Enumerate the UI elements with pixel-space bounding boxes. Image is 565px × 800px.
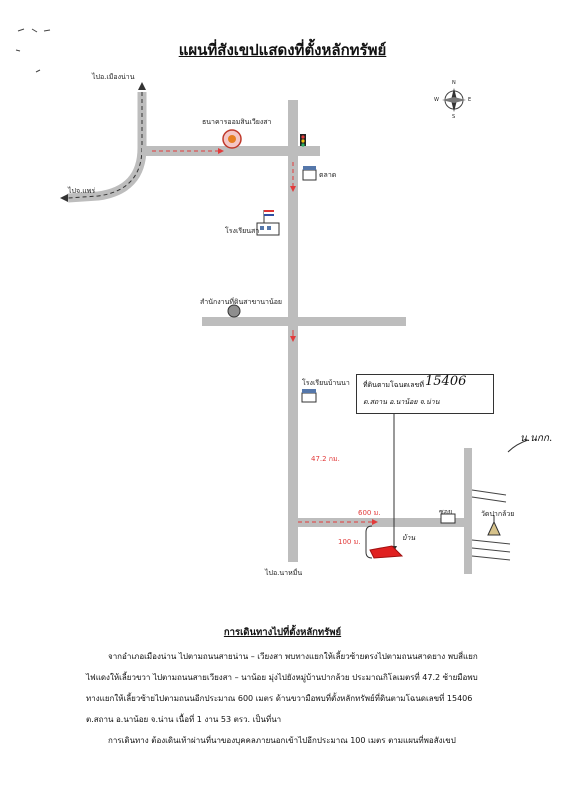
label-temple: วัดปากล้วย [481,510,515,518]
label-school: โรงเรียนบ้านนา [302,379,350,387]
curved-road-centerline [67,92,143,199]
land-office-icon [227,304,241,318]
distance-bracket [365,525,373,559]
distance-100m: 100 ม. [338,538,361,546]
route-heading: การเดินทางไปที่ตั้งหลักทรัพย์ [223,627,342,638]
traffic-light-icon [300,134,306,147]
map-title: แผนที่สังเขปแสดงที่ตั้งหลักทรัพย์ [178,41,387,59]
distance-km: 47.2 กม. [311,455,340,463]
market-icon [302,166,317,181]
arrow-north [138,82,146,90]
label-market: ตลาด [319,171,337,179]
river-pointer [507,439,529,453]
compass-icon [442,88,466,112]
label-lane: ซอย [439,508,453,516]
road-bank [142,146,320,156]
arrow-west [60,194,68,202]
distance-600m: 600 ม. [358,509,381,517]
compass-w: W [434,97,439,103]
compass-e: E [468,97,472,103]
road-land-office [202,317,406,326]
route-paragraph-1: จากอำเภอเมืองน่าน ไปตามถนนสายน่าน – เวีย… [86,652,478,724]
deed-callout: ที่ดินตามโฉนดเลขที่ 15406 ต.สถาน อ.นาน้อ… [356,374,494,414]
curved-road [67,92,147,203]
label-hospital: โรงเรียนสา [225,227,260,235]
label-land-office: สำนักงานที่ดินสาขานาน้อย [200,298,283,306]
stray-marks [15,28,51,73]
temple-icon [487,515,501,536]
label-savings-bank: ธนาคารออมสินเวียงสา [202,118,272,126]
road-temple [464,448,472,574]
label-to-na-muen: ไปอ.นาหมื่น [265,569,303,577]
route-paragraph-2: การเดินทาง ต้องเดินเท้าผ่านที่นาของบุคคล… [108,736,456,745]
land-plot [369,545,404,559]
house-icon [440,513,456,524]
rice-field-hatch [471,489,511,561]
label-house: บ้าน [402,534,416,542]
savings-bank-icon [222,129,242,149]
compass-s: S [452,114,456,120]
label-river: น.นกก. [520,433,553,444]
building-flag-icon [256,210,280,236]
school-icon [301,389,317,403]
label-to-phrae: ไปจ.แพร่ [68,187,96,195]
label-to-mueang-nan: ไปอ.เมืองน่าน [92,73,135,81]
road-side [296,518,468,527]
deed-number: 15406 [425,374,467,389]
deed-location: ต.สถาน อ.นาน้อย จ.น่าน [363,398,440,406]
compass-n: N [452,80,456,86]
deed-prefix: ที่ดินตามโฉนดเลขที่ [363,381,424,389]
route-arrows [152,148,378,525]
